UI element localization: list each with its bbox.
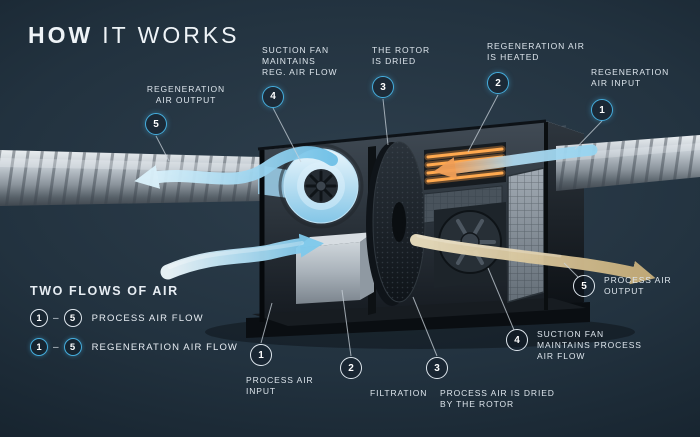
callout-number-badge: 1 (250, 344, 272, 366)
regeneration-output-arrow (134, 146, 338, 189)
legend-row-regeneration: 1 – 5 REGENERATION AIR FLOW (30, 338, 238, 356)
callout-label: PROCESS AIR IS DRIED BY THE ROTOR (440, 388, 555, 410)
callout-number-badge: 1 (591, 99, 613, 122)
legend-start-badge: 1 (30, 309, 48, 327)
callout-number-badge: 3 (426, 357, 448, 379)
callout-label: PROCESS AIR OUTPUT (604, 275, 672, 297)
legend-range-dash: – (53, 312, 59, 324)
callout-label: SUCTION FAN MAINTAINS REG. AIR FLOW (262, 45, 338, 78)
callout-process-1: 1 PROCESS AIR INPUT (246, 344, 314, 397)
callout-number-badge: 3 (372, 76, 394, 99)
callout-number-badge: 5 (145, 113, 167, 136)
regeneration-fan (278, 143, 364, 229)
callout-label: REGENERATION AIR OUTPUT (146, 84, 226, 106)
process-input-arrow (160, 233, 324, 280)
callout-label: SUCTION FAN MAINTAINS PROCESS AIR FLOW (537, 329, 642, 362)
callout-regeneration-2: REGENERATION AIR IS HEATED 2 (487, 41, 585, 95)
callout-number-badge: 4 (262, 85, 284, 108)
airflow-arrows (134, 144, 656, 285)
callout-regeneration-1: REGENERATION AIR INPUT 1 (591, 67, 670, 122)
callout-label: REGENERATION AIR INPUT (591, 67, 670, 89)
callout-label: REGENERATION AIR IS HEATED (487, 41, 585, 63)
left-duct (0, 150, 262, 206)
legend-row-process: 1 – 5 PROCESS AIR FLOW (30, 309, 238, 327)
callout-number-badge: 4 (506, 329, 528, 351)
legend-start-badge: 1 (30, 338, 48, 356)
legend-heading: TWO FLOWS OF AIR (30, 284, 179, 298)
callout-process-2: 2 FILTRATION (340, 357, 427, 399)
rotor (366, 141, 426, 306)
legend: TWO FLOWS OF AIR 1 – 5 PROCESS AIR FLOW … (30, 284, 238, 356)
callout-label: THE ROTOR IS DRIED (372, 45, 431, 67)
callout-process-3: 3 PROCESS AIR IS DRIED BY THE ROTOR (426, 357, 555, 410)
callout-label: FILTRATION (370, 388, 428, 398)
regeneration-input-arrow (433, 144, 598, 180)
dry-air-output-arrow (410, 234, 656, 285)
legend-row-label: PROCESS AIR FLOW (91, 312, 204, 324)
filter-panel (507, 167, 545, 303)
callout-process-5: 5 PROCESS AIR OUTPUT (573, 275, 672, 297)
page-title-emphasis: HOW (28, 22, 94, 48)
callout-regeneration-5: REGENERATION AIR OUTPUT 5 (130, 84, 242, 136)
callout-regeneration-4: SUCTION FAN MAINTAINS REG. AIR FLOW 4 (262, 45, 337, 108)
callout-number-badge: 5 (573, 275, 595, 297)
legend-range-dash: – (53, 341, 59, 353)
legend-end-badge: 5 (63, 338, 82, 356)
page-title: HOW IT WORKS (28, 22, 240, 49)
callout-regeneration-3: THE ROTOR IS DRIED 3 (372, 45, 431, 99)
legend-row-label: REGENERATION AIR FLOW (91, 341, 238, 353)
leader-lines (155, 94, 603, 357)
callout-number-badge: 2 (487, 72, 509, 95)
callout-label: PROCESS AIR INPUT (246, 375, 314, 397)
page-title-rest: IT WORKS (102, 22, 240, 48)
callout-number-badge: 2 (340, 357, 362, 379)
legend-end-badge: 5 (63, 309, 82, 327)
callout-process-4: 4 SUCTION FAN MAINTAINS PROCESS AIR FLOW (506, 329, 642, 363)
